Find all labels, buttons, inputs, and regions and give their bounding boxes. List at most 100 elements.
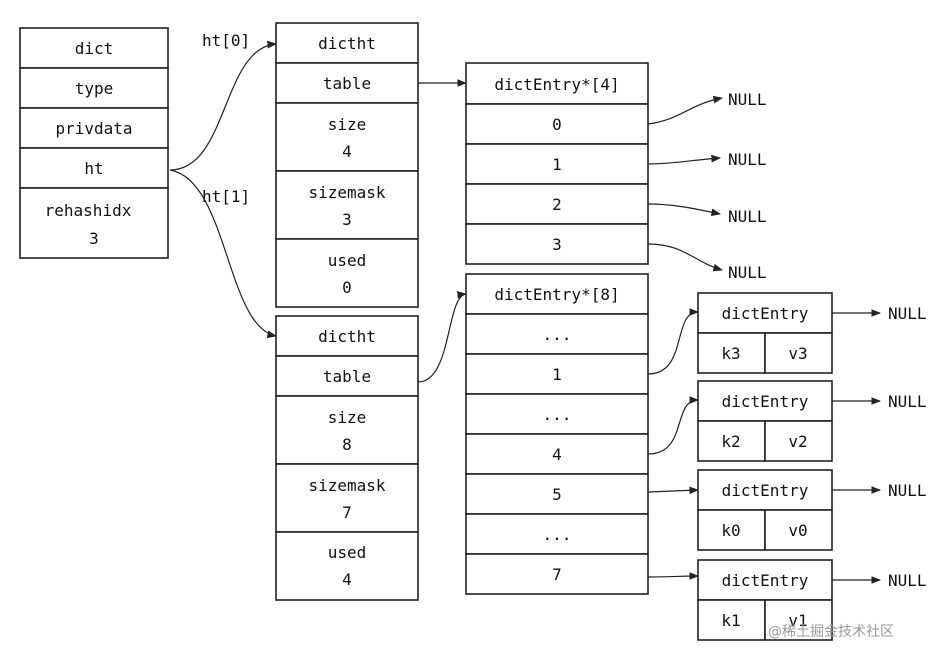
entry-k1-key-cell: [697, 599, 766, 641]
dict-rehashidx-cell: [19, 187, 169, 259]
dict-title: dict: [75, 39, 114, 58]
ht0-used-label: used: [328, 251, 367, 270]
ht1-sizemask-label: sizemask: [308, 476, 385, 495]
ht1-sizemask-value: 7: [342, 503, 352, 522]
dict-rehashidx-value: 3: [89, 229, 99, 248]
ht1-used-label: used: [328, 543, 367, 562]
edge-arr8-7-to-k1: [647, 572, 699, 580]
arr8-slot-ellipsis-c: [465, 513, 649, 555]
entry-k1-key: k1: [721, 611, 740, 630]
null-label-k1: NULL: [888, 571, 927, 590]
edge-slot0-null: [647, 95, 723, 125]
arr4-slot-2: [465, 183, 649, 225]
entry-k2-val: v2: [788, 432, 807, 451]
ht1-used-value: 4: [342, 570, 352, 589]
entry-k0: dictEntry k0 v0: [697, 469, 833, 551]
dict-ht-cell: [19, 147, 169, 189]
ht1-sizemask-cell: [275, 463, 419, 533]
edge-arr8-4-to-k2: [647, 396, 699, 455]
dict-type-field: type: [75, 79, 114, 98]
arr8-slot-7-label: 7: [552, 565, 562, 584]
ht0-table-field: table: [323, 74, 371, 93]
arr8-slot-1: [465, 353, 649, 395]
entry-k3-val: v3: [788, 344, 807, 363]
entry-k2: dictEntry k2 v2: [697, 380, 833, 462]
edge-slot2-null: [647, 203, 721, 216]
entry-k3-title: dictEntry: [722, 304, 809, 323]
ht0-title: dictht: [318, 34, 376, 53]
entry-k0-title: dictEntry: [722, 481, 809, 500]
arr8-slot-ellipsis-c-label: ...: [543, 525, 572, 544]
dict-struct: dict type privdata ht rehashidx 3: [19, 27, 169, 259]
entry-k0-key: k0: [721, 521, 740, 540]
entry-k2-key: k2: [721, 432, 740, 451]
dict-type-cell: [19, 67, 169, 109]
arr4-slot-1: [465, 143, 649, 185]
ht0-used-value: 0: [342, 278, 352, 297]
edge-slot3-null: [647, 243, 723, 272]
edge-slot1-null: [647, 154, 721, 165]
ht0-sizemask-value: 3: [342, 210, 352, 229]
ht0-size-label: size: [328, 115, 367, 134]
entry-k0-key-cell: [697, 509, 766, 551]
arr8-title: dictEntry*[8]: [494, 285, 619, 304]
edge-ht1-table-to-arr8: [417, 291, 467, 383]
arr8-slot-4-label: 4: [552, 445, 562, 464]
arr8-slot-ellipsis-a-label: ...: [543, 325, 572, 344]
dictht-ht0: dictht table size 4 sizemask 3 used 0: [275, 22, 419, 308]
watermark: @稀土掘金技术社区: [768, 624, 894, 640]
ht1-title: dictht: [318, 327, 376, 346]
ht0-size-cell: [275, 102, 419, 172]
entry-k3-title-cell: [697, 292, 833, 334]
null-label-k3: NULL: [888, 304, 927, 323]
arr4-title: dictEntry*[4]: [494, 75, 619, 94]
dict-ht-field: ht: [84, 159, 103, 178]
arr8-slot-1-label: 1: [552, 365, 562, 384]
arr4-slot-3-label: 3: [552, 235, 562, 254]
arr8-slot-ellipsis-b-label: ...: [543, 405, 572, 424]
arr4-slot-0-label: 0: [552, 115, 562, 134]
arr8-slot-7: [465, 553, 649, 595]
arr8-slot-ellipsis-b: [465, 393, 649, 435]
entry-k0-val: v0: [788, 521, 807, 540]
ht1-label: ht[1]: [202, 187, 250, 206]
entry-k0-val-cell: [764, 509, 833, 551]
arr4-slot-0: [465, 103, 649, 145]
ht1-size-label: size: [328, 408, 367, 427]
entry-k1-val: v1: [788, 611, 807, 630]
ht1-table-field: table: [323, 367, 371, 386]
edge-arr8-1-to-k3: [647, 308, 699, 375]
edge-ht-to-ht1: [169, 169, 277, 339]
arr8-slot-5-label: 5: [552, 485, 562, 504]
null-label-slot1: NULL: [728, 150, 767, 169]
arr8-slot-ellipsis-a: [465, 313, 649, 355]
null-label-k0: NULL: [888, 481, 927, 500]
dict-privdata-field: privdata: [55, 119, 132, 138]
entry-k3-val-cell: [764, 332, 833, 374]
ht0-used-cell: [275, 238, 419, 308]
ht1-table-cell: [275, 355, 419, 397]
arr4-slot-1-label: 1: [552, 155, 562, 174]
null-label-slot2: NULL: [728, 207, 767, 226]
dict-title-cell: [19, 27, 169, 69]
arr8-slot-5: [465, 473, 649, 515]
null-label-k2: NULL: [888, 392, 927, 411]
edge-arr8-5-to-k0: [647, 486, 699, 495]
ht1-size-value: 8: [342, 435, 352, 454]
null-label-slot3: NULL: [728, 263, 767, 282]
ht0-label: ht[0]: [202, 31, 250, 50]
ht1-title-cell: [275, 315, 419, 357]
arr8-title-cell: [465, 273, 649, 315]
entry-k2-title: dictEntry: [722, 392, 809, 411]
array-8: dictEntry*[8] ... 1 ... 4 5 ... 7: [465, 273, 649, 595]
array-4: dictEntry*[4] 0 1 2 3: [465, 62, 649, 265]
entry-k1-val-cell: [764, 599, 833, 641]
edges: [169, 40, 881, 584]
ht1-used-cell: [275, 531, 419, 601]
arr4-slot-2-label: 2: [552, 195, 562, 214]
arr4-slot-3: [465, 223, 649, 265]
edge-ht-to-ht0: [169, 40, 277, 171]
ht0-sizemask-label: sizemask: [308, 183, 385, 202]
dictht-ht1: dictht table size 8 sizemask 7 used 4: [275, 315, 419, 601]
